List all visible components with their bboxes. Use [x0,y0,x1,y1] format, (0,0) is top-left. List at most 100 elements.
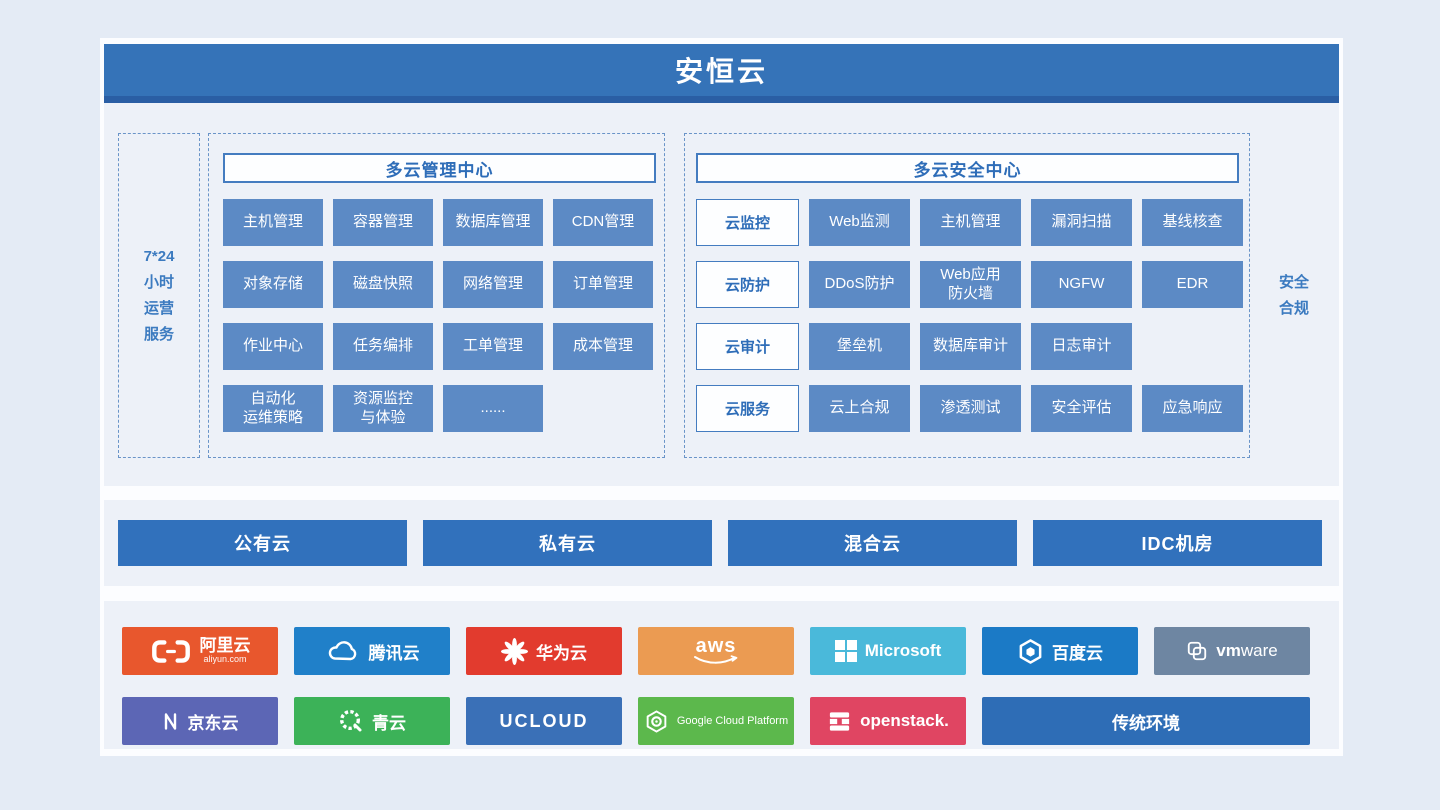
jd-cloud-icon [162,710,180,732]
vendor-card-traditional-environment: 传统环境 [982,697,1310,745]
cloud-type-bar: 公有云 [118,520,407,566]
security-tile: 堡垒机 [809,323,910,370]
security-tile: 云上合规 [809,385,910,432]
cloud-type-bar: 混合云 [728,520,1017,566]
vendor-label-bold: vm [1216,641,1241,660]
security-tile: 日志审计 [1031,323,1132,370]
vendor-card-tencent-cloud: 腾讯云 [294,627,450,675]
vendor-label: Google Cloud Platform [676,715,789,727]
management-tile: CDN管理 [553,199,653,246]
security-tile: 数据库审计 [920,323,1021,370]
vendor-label: vmware [1216,641,1277,661]
vendor-card-baidu-cloud: 百度云 [982,627,1138,675]
vendor-label: 百度云 [1052,643,1103,663]
vendor-label: 传统环境 [1112,713,1180,733]
management-tile: 磁盘快照 [333,261,433,308]
tencent-cloud-icon [325,638,361,664]
security-tile: 安全评估 [1031,385,1132,432]
vendor-label: Microsoft [864,641,942,660]
qingcloud-icon [338,708,364,734]
management-tile: 容器管理 [333,199,433,246]
vendor-label: aws [695,635,737,657]
management-tile: ...... [443,385,543,432]
security-tile: EDR [1142,261,1243,308]
security-tile: DDoS防护 [809,261,910,308]
management-tile: 自动化 运维策略 [223,385,323,432]
vendor-card-openstack: openstack. [810,697,966,745]
vendor-row-2: 京东云 青云 UCLOUD Google Cloud Platform openstac… [122,697,1310,745]
management-tile: 对象存储 [223,261,323,308]
alibaba-cloud-icon [150,638,192,665]
vendor-label: 阿里云 [199,636,251,656]
security-row-label: 云监控 [696,199,799,246]
vendor-label-rest: ware [1240,641,1278,660]
title-banner: 安恒云 [104,44,1339,103]
security-tile: 渗透测试 [920,385,1021,432]
vendor-card-qingcloud: 青云 [294,697,450,745]
vendor-label: 青云 [372,713,406,733]
management-tile: 订单管理 [553,261,653,308]
vendor-card-jd-cloud: 京东云 [122,697,278,745]
ops-service-box: 7*24 小时 运营 服务 [118,133,200,458]
aws-smile-icon [693,655,739,665]
management-tile: 数据库管理 [443,199,543,246]
vendor-card-huawei-cloud: 华为云 [466,627,622,675]
vendor-label: openstack. [860,711,949,730]
security-center-title: 多云安全中心 [696,153,1239,183]
ops-service-label: 7*24 小时 运营 服务 [143,247,175,343]
vmware-icon [1186,640,1208,662]
window-pane [846,652,857,662]
management-tile: 作业中心 [223,323,323,370]
security-tile: Web监测 [809,199,910,246]
cloud-type-bar: IDC机房 [1033,520,1322,566]
management-tile: 网络管理 [443,261,543,308]
management-tile: 主机管理 [223,199,323,246]
security-row-label: 云审计 [696,323,799,370]
security-row: 云审计堡垒机数据库审计日志审计 [696,323,1243,370]
security-row-label: 云服务 [696,385,799,432]
vendor-label: 腾讯云 [368,643,420,663]
vendor-card-microsoft: Microsoft [810,627,966,675]
vendor-card-ucloud: UCLOUD [466,697,622,745]
security-row-label: 云防护 [696,261,799,308]
openstack-icon [827,709,852,734]
window-pane [846,640,857,650]
vendor-sublabel: aliyun.com [203,654,247,665]
security-tile: NGFW [1031,261,1132,308]
security-compliance-box: 安全 合规 [1264,133,1324,458]
security-row: 云服务云上合规渗透测试安全评估应急响应 [696,385,1243,432]
window-pane [834,652,845,662]
management-tile: 成本管理 [553,323,653,370]
management-tile: 工单管理 [443,323,543,370]
security-compliance-label: 安全 合规 [1278,273,1309,317]
google-cloud-platform-icon [644,709,669,734]
vendor-label: 京东云 [187,713,239,733]
huawei-cloud-icon [501,637,528,665]
vendor-card-vmware: vmware [1154,627,1310,675]
security-tile: 基线核查 [1142,199,1243,246]
management-center-title: 多云管理中心 [223,153,656,183]
window-pane [834,640,845,650]
security-tile: Web应用 防火墙 [920,261,1021,308]
management-tile: 资源监控 与体验 [333,385,433,432]
vendor-label: UCLOUD [499,710,589,731]
vendor-card-aws: aws [638,627,794,675]
vendor-label: 华为云 [536,643,587,663]
security-tile: 应急响应 [1142,385,1243,432]
security-tile: 主机管理 [920,199,1021,246]
baidu-cloud-icon [1017,638,1044,665]
